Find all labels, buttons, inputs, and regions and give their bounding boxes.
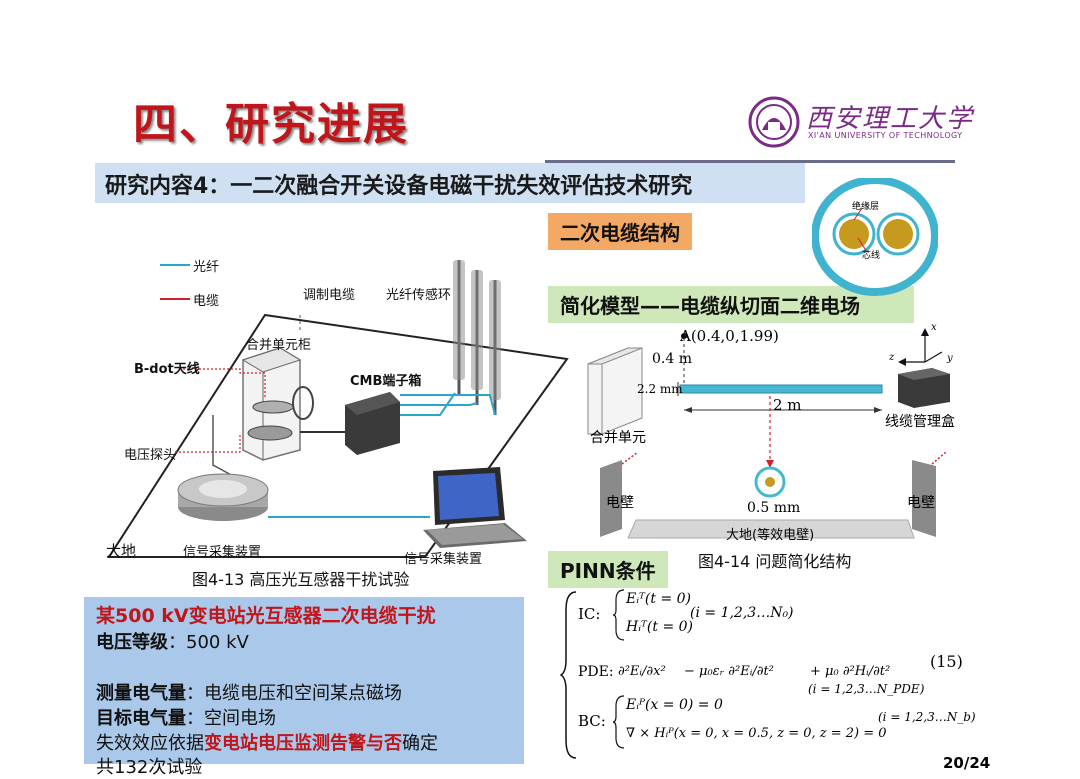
label-insulation: 绝缘层 (852, 202, 880, 212)
voltage-label: 电压等级 (96, 632, 168, 653)
pde-range: (i = 1,2,3…N_PDE) (808, 682, 925, 696)
ic-brace-icon (612, 589, 625, 641)
tag-pinn-conditions: PINN条件 (548, 551, 668, 588)
bc-label: BC: (578, 712, 606, 730)
label-cable-box: 线缆管理盒 (885, 414, 955, 430)
label-ground: 大地 (106, 542, 137, 560)
cable-cross-section-diagram (812, 178, 938, 296)
bc-condition-2: ∇ × Hᵢᴾ(x = 0, x = 0.5, z = 0, z = 2) = … (626, 726, 887, 741)
subtitle-text: 研究内容4：一二次融合开关设备电磁干扰失效评估技术研究 (105, 174, 693, 199)
label-sensor-ring: 光纤传感环 (386, 288, 452, 303)
ic-h-condition: Hᵢᵀ(t = 0) (626, 619, 693, 635)
label-cmb-box: CMB端子箱 (350, 374, 422, 389)
label-daq-2: 信号采集装置 (404, 552, 483, 567)
target-value: ：空间电场 (186, 708, 276, 729)
label-wall-right: 电壁 (907, 495, 935, 511)
label-modulation-cable: 调制电缆 (303, 288, 356, 303)
label-dim-0-5mm: 0.5 mm (747, 500, 801, 516)
ic-e-condition: Eᵢᵀ(t = 0) (626, 591, 692, 607)
university-name-cn: 西安理工大学 (806, 104, 975, 134)
header-rule (545, 160, 955, 163)
label-merge-cabinet: 合并单元柜 (246, 338, 312, 353)
bc-brace-icon (612, 695, 625, 749)
measured-label: 测量电气量 (96, 683, 186, 704)
measured-value: ：电缆电压和空间某点磁场 (186, 683, 402, 704)
label-ground-equivalent: 大地(等效电壁) (726, 528, 815, 543)
axis-z-label: z (889, 352, 895, 363)
figure-4-14-caption: 图4-14 问题简化结构 (698, 552, 852, 571)
ic-label: IC: (578, 605, 601, 623)
bc-condition-1: Eᵢᴾ(x = 0) = 0 (626, 697, 723, 713)
voltage-value: ：500 kV (168, 632, 249, 653)
legend-cable-label: 电缆 (193, 294, 220, 309)
pinn-brace-icon (560, 591, 577, 759)
university-logo-icon (748, 96, 800, 148)
simplified-structure-diagram (587, 328, 950, 539)
page-title: 四、研究进展 (133, 99, 409, 150)
legend-fiber-label: 光纤 (193, 260, 220, 275)
subtitle-banner (95, 163, 805, 203)
info-tests-row: 共132次试验 (96, 757, 203, 778)
label-merge-unit: 合并单元 (590, 430, 646, 446)
axis-y-label: y (947, 353, 953, 364)
experiment-info-box: 某500 kV变电站光互感器二次电缆干扰 电压等级：500 kV 测量电气量：电… (84, 597, 524, 778)
label-voltage-probe: 电压探头 (124, 448, 177, 463)
page-number: 20/24 (943, 754, 991, 772)
label-point-a: A(0.4,0,1.99) (680, 327, 779, 345)
label-dim-0-4m: 0.4 m (652, 351, 692, 367)
interference-test-diagram (107, 260, 569, 558)
axis-x-label: x (931, 322, 937, 333)
figure-4-13-caption: 图4-13 高压光互感器干扰试验 (192, 570, 410, 589)
info-voltage-row: 电压等级：500 kV (96, 628, 249, 654)
label-bdot-antenna: B-dot天线 (134, 362, 200, 377)
label-dim-2-2mm: 2.2 mm (637, 382, 683, 396)
info-measured-row: 测量电气量：电缆电压和空间某点磁场 (96, 679, 402, 705)
info-title: 某500 kV变电站光互感器二次电缆干扰 (96, 605, 436, 627)
equation-number: (15) (930, 652, 963, 671)
label-core-wire: 芯线 (862, 251, 881, 261)
tag-cable-structure: 二次电缆结构 (548, 213, 692, 250)
university-name-en: XI'AN UNIVERSITY OF TECHNOLOGY (808, 131, 963, 140)
label-wall-left: 电壁 (606, 495, 634, 511)
label-daq-1: 信号采集装置 (183, 545, 262, 560)
info-target-row: 目标电气量：空间电场 (96, 704, 276, 730)
failure-suffix: 确定 (402, 733, 438, 754)
ic-range: (i = 1,2,3…N₀) (690, 605, 794, 621)
pde-term-2: − μ₀εᵣ ∂²Eᵢ/∂t² (684, 664, 774, 679)
target-label: 目标电气量 (96, 708, 186, 729)
pde-term-3: + μ₀ ∂²Hᵢ/∂t² (810, 664, 891, 679)
failure-highlight: 变电站电压监测告警与否 (204, 733, 402, 754)
bc-range: (i = 1,2,3…N_b) (878, 710, 976, 724)
failure-prefix: 失效效应依据 (96, 733, 204, 754)
label-dim-2m: 2 m (773, 396, 802, 414)
ground-plane (107, 313, 569, 558)
pde-term-1: ∂²Eᵢ/∂x² (618, 664, 666, 679)
sensor-insulators (453, 260, 501, 400)
info-failure-row: 失效效应依据变电站电压监测告警与否确定 (96, 729, 438, 755)
pde-label: PDE: (578, 664, 614, 680)
